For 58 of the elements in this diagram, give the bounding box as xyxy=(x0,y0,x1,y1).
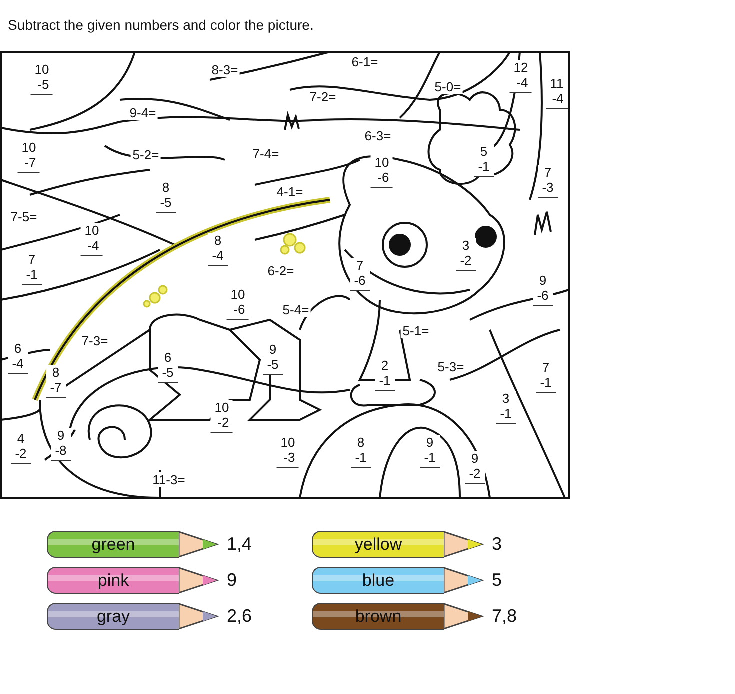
subtraction-problem: 6 -5 xyxy=(158,350,178,383)
color-numbers: 7,8 xyxy=(492,606,518,627)
subtraction-problem: 5-4= xyxy=(280,302,312,318)
color-name: yellow xyxy=(354,534,402,554)
subtraction-problem: 11-3= xyxy=(150,472,188,488)
subtraction-problem: 6-2= xyxy=(266,264,296,278)
subtraction-problem: 12 -4 xyxy=(510,60,532,93)
subtraction-problem: 10 -4 xyxy=(80,223,104,256)
subtraction-problem: 10 -6 xyxy=(370,155,394,188)
subtraction-problem: 8-3= xyxy=(210,62,240,78)
subtraction-problem: 10 -6 xyxy=(226,287,250,320)
subtraction-problem: 5-1= xyxy=(400,324,432,338)
color-numbers: 5 xyxy=(492,570,502,591)
subtraction-problem: 8 -1 xyxy=(351,435,371,468)
subtraction-problem: 3 -1 xyxy=(496,391,516,424)
instruction-heading: Subtract the given numbers and color the picture. xyxy=(8,17,314,33)
subtraction-problem: 11 -4 xyxy=(546,76,568,109)
subtraction-problem: 7 -3 xyxy=(538,165,558,198)
subtraction-problem: 10 -5 xyxy=(30,62,54,95)
subtraction-problem: 9 -1 xyxy=(420,435,440,468)
subtraction-problem: 7-4= xyxy=(250,146,282,162)
subtraction-problem: 5-0= xyxy=(432,80,464,94)
color-name: blue xyxy=(362,570,395,590)
color-numbers: 1,4 xyxy=(227,534,252,555)
subtraction-problem: 4 -2 xyxy=(11,431,31,464)
subtraction-problem: 5 -1 xyxy=(474,144,494,177)
subtraction-problem: 6 -4 xyxy=(8,341,28,374)
subtraction-problem: 9 -6 xyxy=(533,273,553,306)
subtraction-problem: 9 -2 xyxy=(465,451,485,484)
subtraction-problem: 10 -3 xyxy=(276,435,300,468)
color-numbers: 3 xyxy=(492,534,502,555)
subtraction-problem: 10 -7 xyxy=(18,140,40,173)
subtraction-problem: 6-3= xyxy=(362,128,394,144)
color-name: gray xyxy=(96,606,130,626)
subtraction-problem: 3 -2 xyxy=(456,238,476,271)
subtraction-problem: 8 -7 xyxy=(46,365,66,398)
subtraction-problem: 7 -6 xyxy=(350,258,370,291)
subtraction-problem: 9 -5 xyxy=(263,342,283,375)
subtraction-problem: 8 -5 xyxy=(156,180,176,213)
subtraction-problem: 5-2= xyxy=(130,148,162,162)
color-numbers: 2,6 xyxy=(227,606,252,627)
subtraction-problem: 7-2= xyxy=(308,90,338,104)
subtraction-problem: 7 -1 xyxy=(536,360,556,393)
subtraction-problem: 7-3= xyxy=(80,334,110,348)
subtraction-problem: 4-1= xyxy=(274,184,306,200)
subtraction-problem: 7 -1 xyxy=(22,252,42,285)
subtraction-problem: 5-3= xyxy=(436,360,466,374)
subtraction-problem: 7-5= xyxy=(8,210,40,224)
subtraction-problem: 9-4= xyxy=(128,106,158,120)
color-name: pink xyxy=(98,570,130,590)
subtraction-problem: 8 -4 xyxy=(208,233,228,266)
color-numbers: 9 xyxy=(227,570,238,591)
subtraction-problem: 2 -1 xyxy=(375,358,395,391)
subtraction-problem: 10 -2 xyxy=(210,400,234,433)
subtraction-problem: 9 -8 xyxy=(51,428,71,461)
color-name: green xyxy=(92,534,136,554)
subtraction-problem: 6-1= xyxy=(350,54,380,70)
color-name: brown xyxy=(355,606,402,626)
